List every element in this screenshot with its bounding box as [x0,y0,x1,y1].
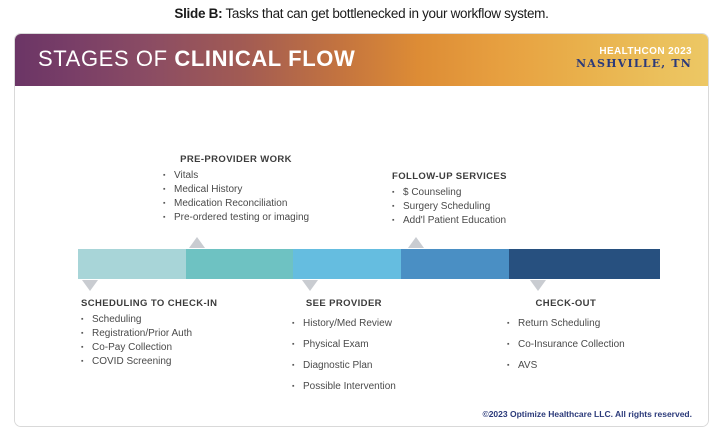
list-item: Possible Intervention [292,376,396,397]
pointer-arrow-down-scheduling-to-check-in [82,280,98,291]
list-item: Return Scheduling [507,313,625,334]
slide-header-title-bold: CLINICAL FLOW [174,46,356,71]
pointer-arrow-down-check-out [530,280,546,291]
logo-event-name: HEALTHCON 2023 [599,46,692,57]
slide-caption: Slide B: Tasks that can get bottlenecked… [0,6,723,21]
list-item: Registration/Prior Auth [81,327,217,341]
pointer-arrow-up-follow-up-services [408,237,424,248]
block-see-provider: SEE PROVIDER History/Med Review Physical… [292,298,396,397]
slide-header-title: STAGES OF CLINICAL FLOW [38,46,355,72]
bullet-list-pre-provider-work: Vitals Medical History Medication Reconc… [163,169,309,225]
list-item: Scheduling [81,313,217,327]
stage-segment-pre-provider-work [185,249,294,279]
block-title-see-provider: SEE PROVIDER [305,298,382,309]
list-item: Vitals [163,169,309,183]
block-pre-provider-work: PRE-PROVIDER WORK Vitals Medical History… [163,154,309,225]
list-item: Medical History [163,183,309,197]
list-item: Pre-ordered testing or imaging [163,211,309,225]
list-item: Add'l Patient Education [392,214,507,228]
slide-header-title-thin: STAGES OF [38,46,175,71]
stage-segment-scheduling-to-check-in [78,249,186,279]
slide-body: PRE-PROVIDER WORK Vitals Medical History… [15,86,708,426]
list-item: Physical Exam [292,334,396,355]
slide-card: STAGES OF CLINICAL FLOW HEALTHCON 2023 N… [14,33,709,427]
logo-location: NASHVILLE, TN [576,56,692,70]
list-item: COVID Screening [81,355,217,369]
stage-segment-see-provider [293,249,401,279]
block-title-follow-up-services: FOLLOW-UP SERVICES [392,171,507,182]
block-check-out: CHECK-OUT Return Scheduling Co-Insurance… [507,298,625,376]
block-title-check-out: CHECK-OUT [535,298,597,309]
list-item: $ Counseling [392,186,507,200]
healthcon-logo: HEALTHCON 2023 NASHVILLE, TN [576,46,692,70]
bullet-list-check-out: Return Scheduling Co-Insurance Collectio… [507,313,625,376]
list-item: Surgery Scheduling [392,200,507,214]
list-item: Co-Insurance Collection [507,334,625,355]
block-follow-up-services: FOLLOW-UP SERVICES $ Counseling Surgery … [392,171,507,228]
block-scheduling-to-check-in: SCHEDULING TO CHECK-IN Scheduling Regist… [81,298,217,369]
pointer-arrow-down-see-provider [302,280,318,291]
stage-segment-check-out [508,249,660,279]
list-item: Co-Pay Collection [81,341,217,355]
slide-caption-rest: Tasks that can get bottlenecked in your … [222,6,549,21]
list-item: Diagnostic Plan [292,355,396,376]
bullet-list-scheduling-to-check-in: Scheduling Registration/Prior Auth Co-Pa… [81,313,217,369]
bullet-list-see-provider: History/Med Review Physical Exam Diagnos… [292,313,396,397]
slide-header: STAGES OF CLINICAL FLOW HEALTHCON 2023 N… [15,34,708,86]
clinical-flow-stage-bar [78,249,660,279]
block-title-pre-provider-work: PRE-PROVIDER WORK [180,154,292,165]
list-item: AVS [507,355,625,376]
list-item: Medication Reconciliation [163,197,309,211]
slide-caption-lead: Slide B: [174,6,223,21]
bullet-list-follow-up-services: $ Counseling Surgery Scheduling Add'l Pa… [392,186,507,228]
list-item: History/Med Review [292,313,396,334]
copyright-footer: ©2023 Optimize Healthcare LLC. All right… [482,409,692,419]
pointer-arrow-up-pre-provider-work [189,237,205,248]
block-title-scheduling-to-check-in: SCHEDULING TO CHECK-IN [81,298,218,309]
stage-segment-follow-up-services [400,249,509,279]
